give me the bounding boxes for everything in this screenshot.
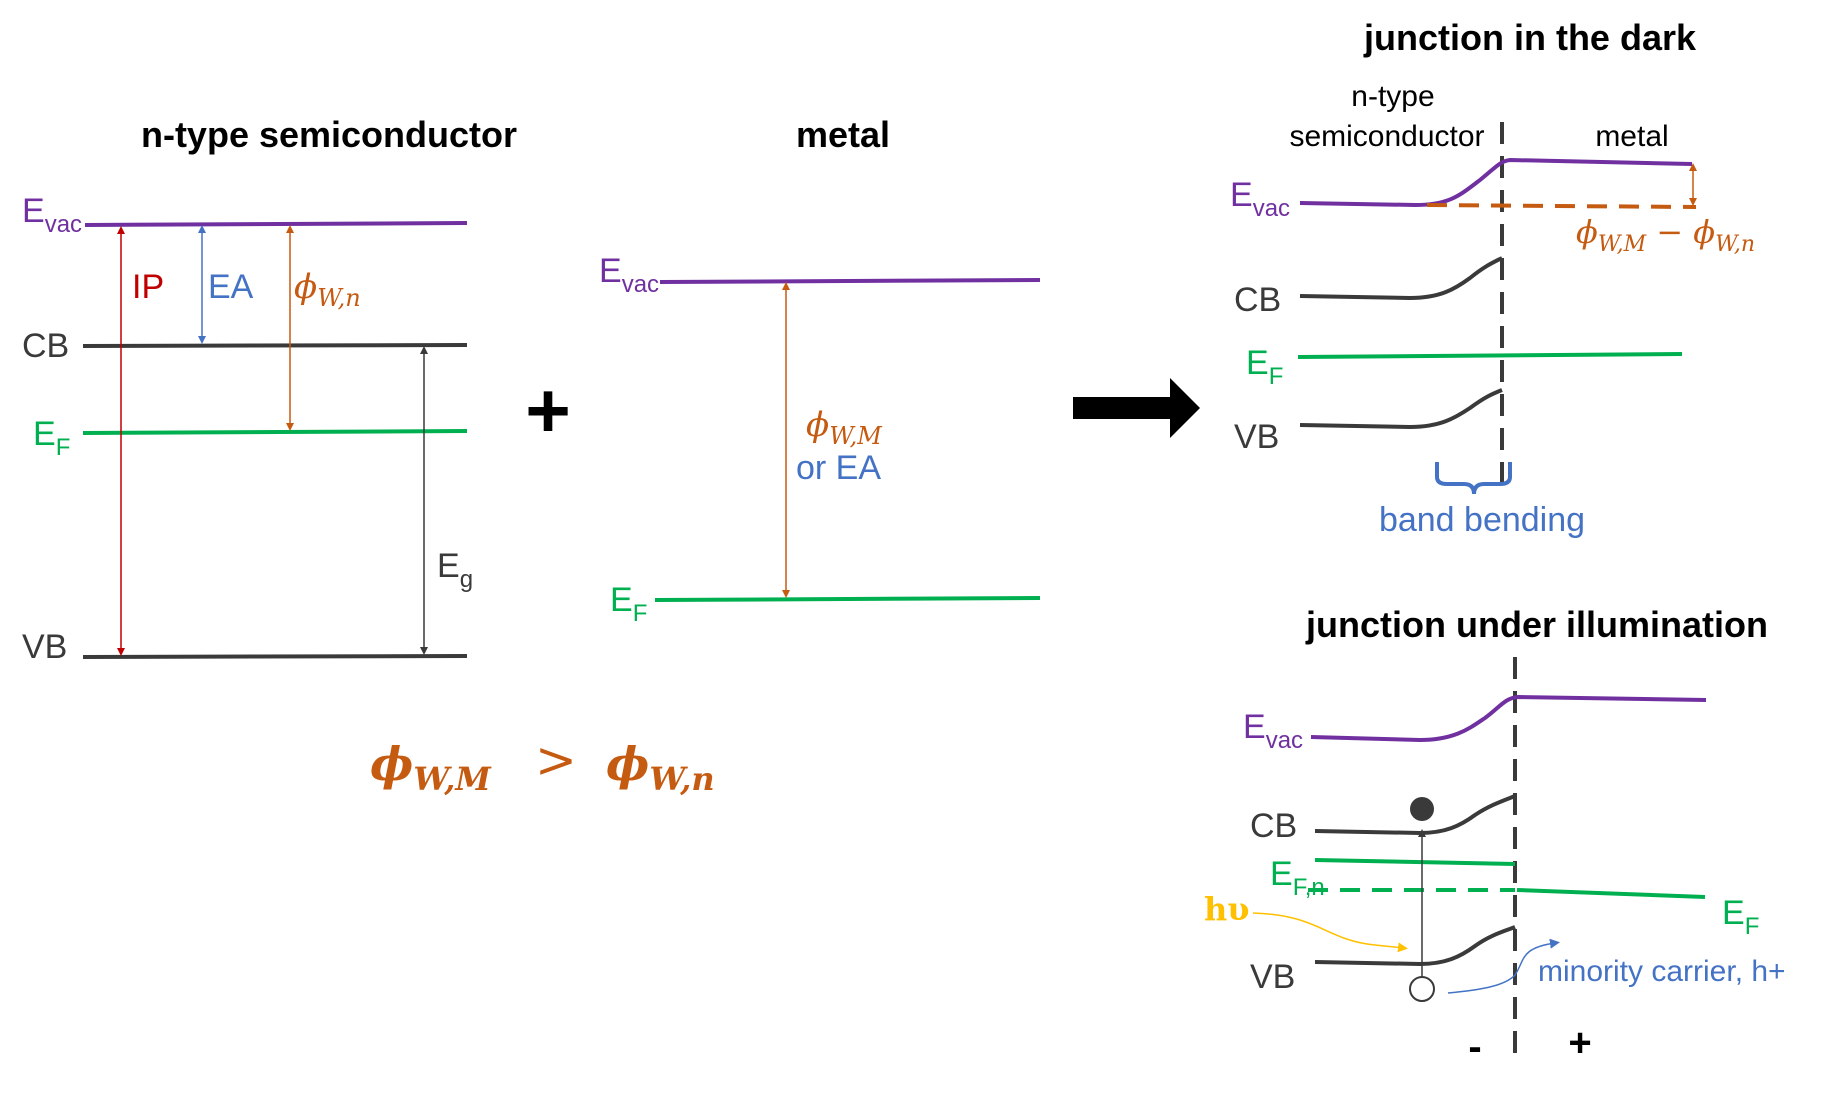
dark-cb-label: CB bbox=[1234, 281, 1281, 319]
illum-vb-curve bbox=[1314, 925, 1516, 967]
eg-label: Eg bbox=[437, 547, 473, 593]
comparison-operator: > bbox=[535, 731, 577, 789]
dark-vb-curve bbox=[1299, 388, 1503, 430]
minus-sign: - bbox=[1468, 1025, 1481, 1069]
illum-evac-label: Evac bbox=[1243, 708, 1303, 754]
minority-carrier-label: minority carrier, h+ bbox=[1538, 955, 1786, 988]
comparison-left: ϕW,M bbox=[370, 737, 492, 798]
metal-panel: metal Evac EF ϕW,M or EA bbox=[599, 114, 1041, 627]
dark-ef-line bbox=[1297, 352, 1683, 359]
ea-label: EA bbox=[208, 268, 254, 306]
or-ea-label: or EA bbox=[796, 449, 881, 487]
illum-efn-line bbox=[1314, 858, 1516, 866]
comparison-right: ϕW,n bbox=[606, 737, 715, 798]
phi-wm-label: ϕW,M bbox=[806, 405, 883, 450]
metal-evac-line bbox=[659, 278, 1041, 284]
illum-efn-label: EF,n bbox=[1270, 855, 1325, 901]
illum-cb-curve bbox=[1314, 794, 1516, 836]
illum-vb-label: VB bbox=[1250, 958, 1295, 996]
illum-evac-curve bbox=[1310, 694, 1707, 743]
dark-junction-panel: junction in the dark n-type semiconducto… bbox=[1230, 17, 1755, 539]
semiconductor-title: n-type semiconductor bbox=[141, 114, 517, 155]
dark-semi-label-2: semiconductor bbox=[1289, 120, 1484, 153]
dark-vb-label: VB bbox=[1234, 418, 1279, 456]
metal-ef-label: EF bbox=[610, 581, 647, 627]
semi-cb-line bbox=[82, 343, 468, 348]
illum-ef-label: EF bbox=[1722, 894, 1759, 940]
metal-title: metal bbox=[796, 114, 890, 155]
photon-label: hυ bbox=[1204, 890, 1249, 928]
plus-sign: + bbox=[525, 366, 571, 454]
dark-evac-curve bbox=[1299, 157, 1693, 208]
band-bending-brace-icon bbox=[1435, 462, 1512, 495]
ip-label: IP bbox=[132, 268, 164, 306]
metal-evac-label: Evac bbox=[599, 252, 659, 298]
minority-carrier-arrow bbox=[1447, 938, 1560, 994]
comparison: ϕW,M > ϕW,n bbox=[370, 731, 715, 798]
semi-vb-label: VB bbox=[22, 628, 67, 666]
illum-title: junction under illumination bbox=[1305, 604, 1768, 645]
dark-evac-label: Evac bbox=[1230, 176, 1290, 222]
illum-junction-panel: junction under illumination Evac CB EF,n… bbox=[1204, 604, 1786, 1069]
illum-cb-label: CB bbox=[1250, 807, 1297, 845]
photon-arrow bbox=[1252, 912, 1408, 953]
illum-ef-line bbox=[1516, 888, 1706, 899]
dark-diff-label: ϕW,M − ϕW,n bbox=[1576, 213, 1755, 257]
dark-title: junction in the dark bbox=[1363, 17, 1697, 58]
dark-metal-label: metal bbox=[1595, 120, 1668, 153]
transition-arrow-icon bbox=[1073, 378, 1200, 438]
dark-cb-curve bbox=[1299, 256, 1503, 301]
semiconductor-panel: n-type semiconductor Evac CB EF VB IP EA… bbox=[22, 114, 517, 666]
plus-charge-sign: + bbox=[1568, 1021, 1591, 1065]
phi-wn-label: ϕW,n bbox=[294, 267, 361, 312]
semi-ef-line bbox=[82, 429, 468, 435]
semi-cb-label: CB bbox=[22, 327, 69, 365]
semi-vb-line bbox=[82, 654, 468, 659]
dark-semi-label-1: n-type bbox=[1351, 80, 1434, 113]
hole-icon bbox=[1409, 976, 1435, 1002]
metal-ef-line bbox=[654, 596, 1041, 602]
band-bending-label: band bending bbox=[1379, 501, 1585, 539]
semi-ef-label: EF bbox=[33, 415, 70, 461]
semi-evac-label: Evac bbox=[22, 192, 82, 238]
dark-ef-label: EF bbox=[1246, 344, 1283, 390]
electron-icon bbox=[1410, 797, 1434, 821]
semi-evac-line bbox=[84, 221, 468, 227]
dark-evac-reference-dashed bbox=[1426, 203, 1697, 209]
